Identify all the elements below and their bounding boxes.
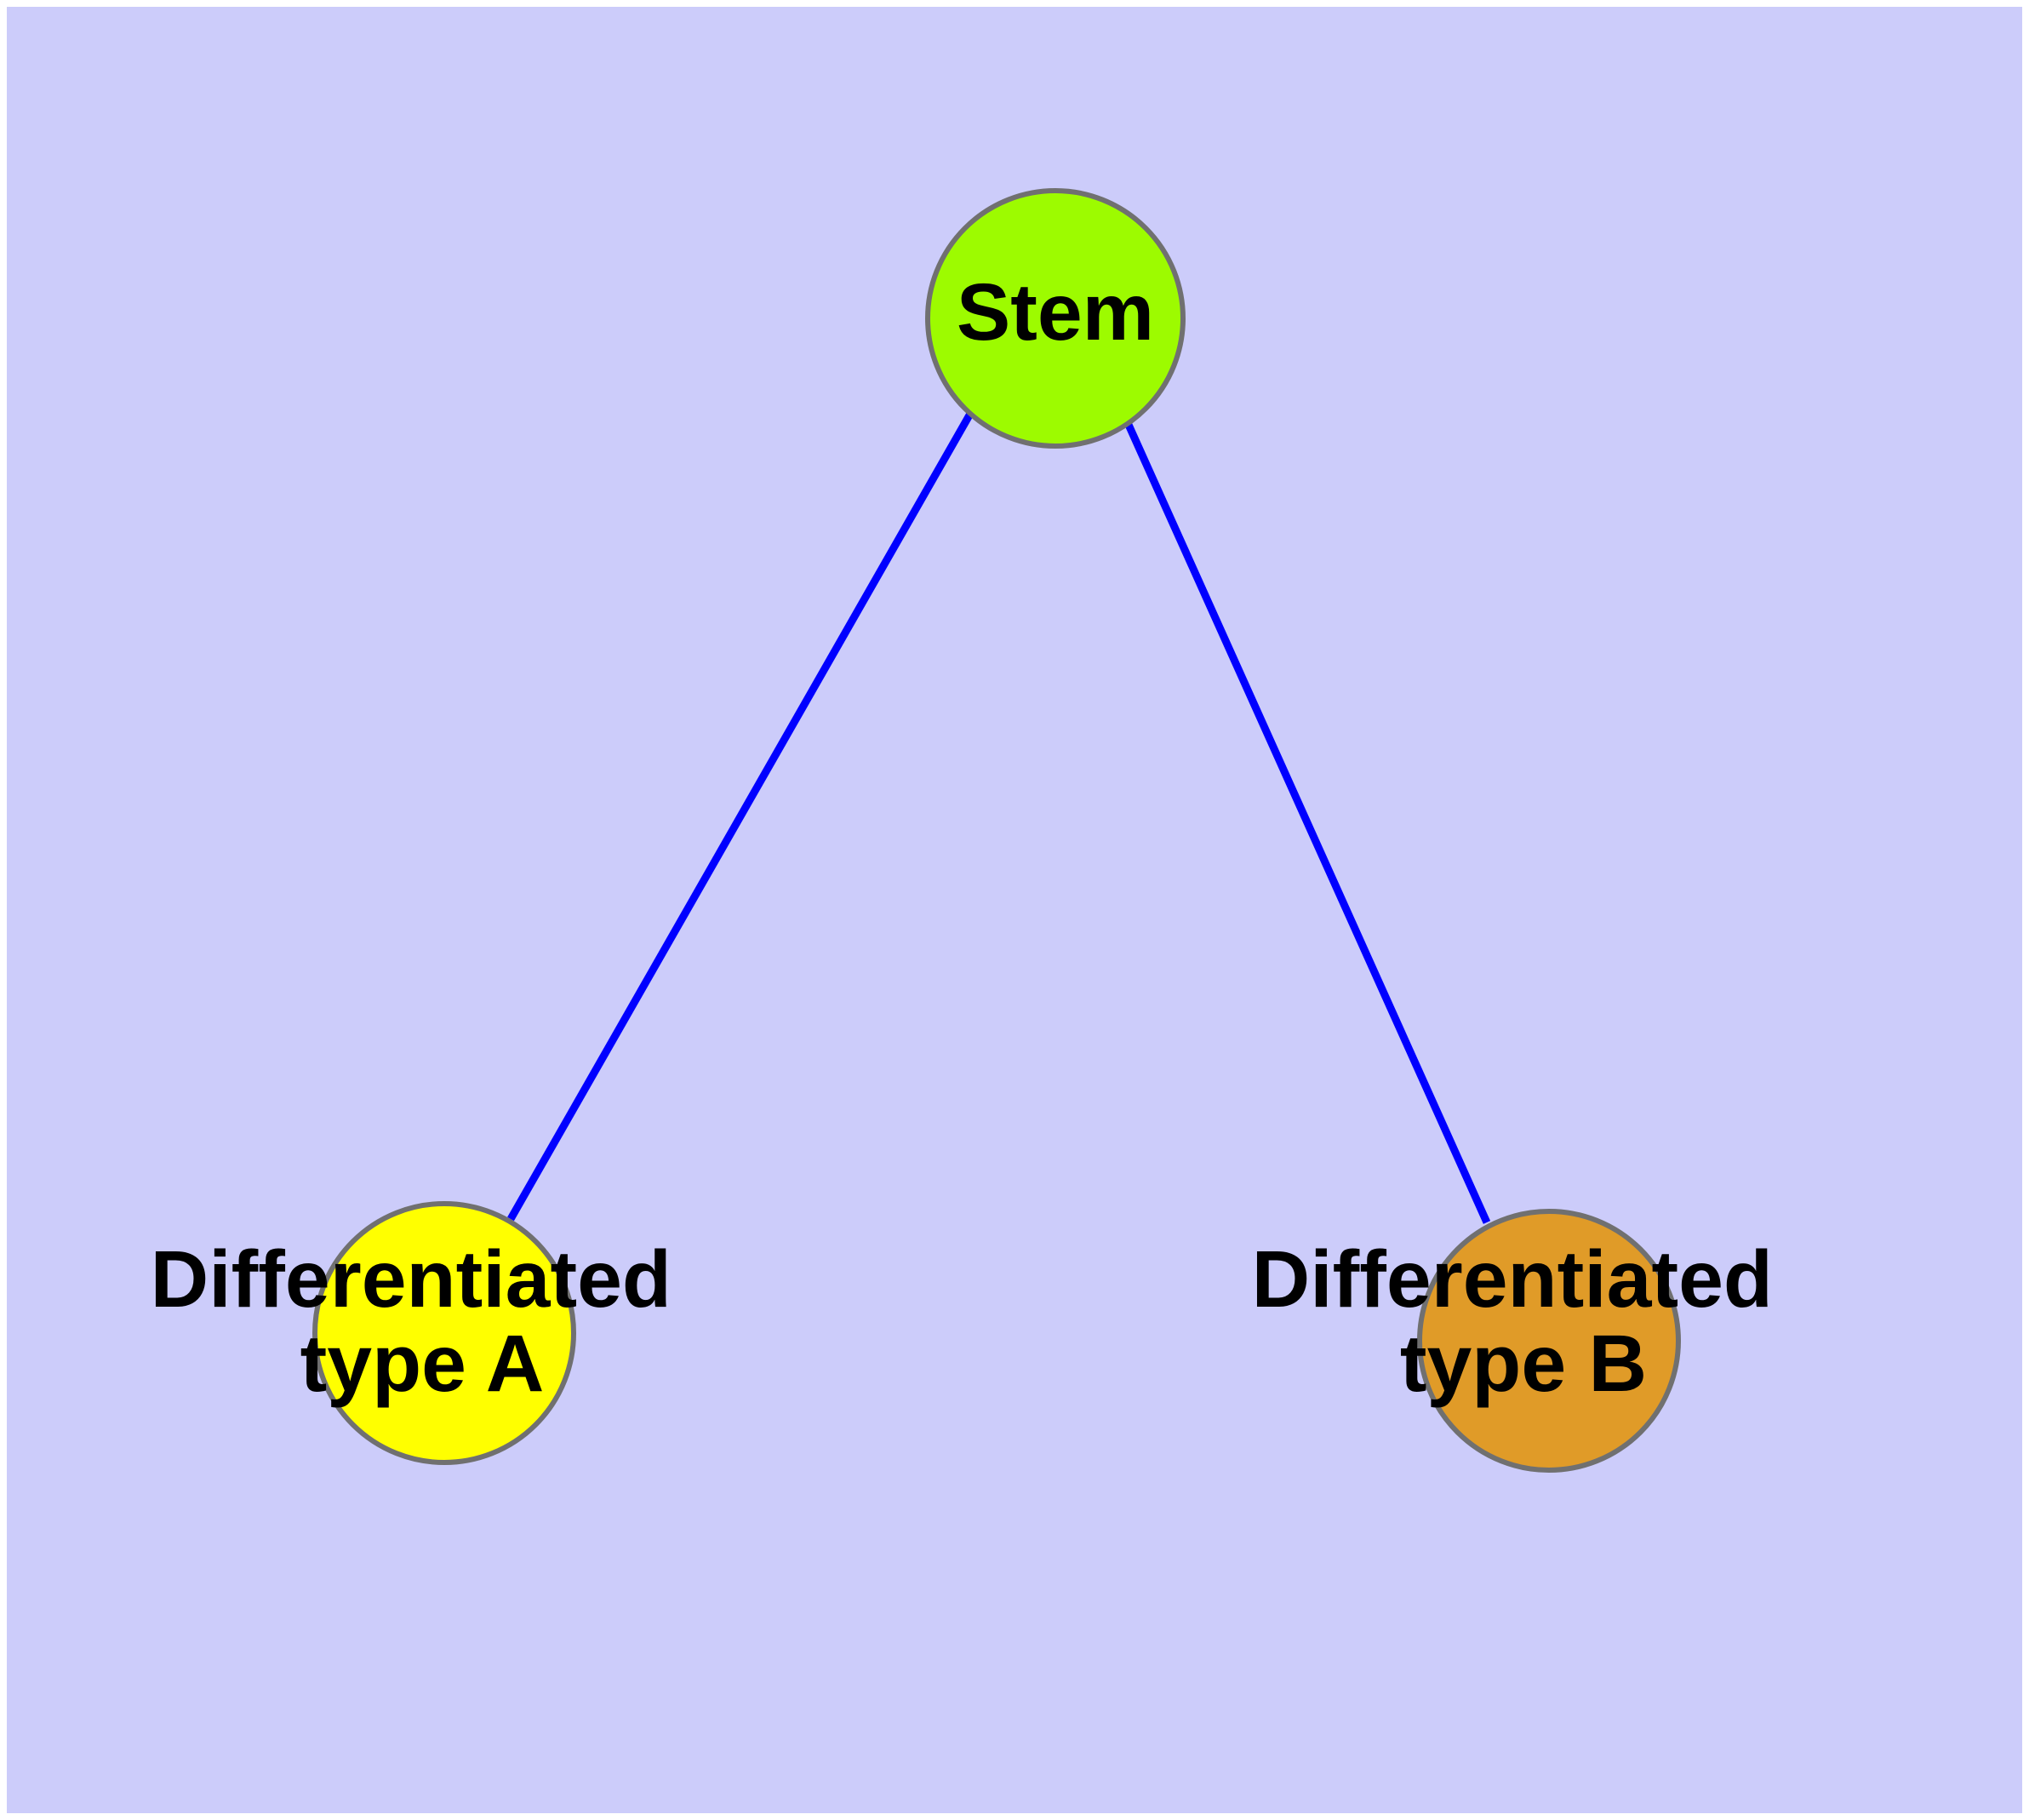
node-label-stem: Stem — [957, 267, 1154, 358]
edge-stem-to-differentiated-type-a[interactable] — [507, 411, 974, 1222]
node-label-stem-line-1: Stem — [957, 267, 1154, 358]
node-label-differentiated-type-b: Differentiated type B — [1252, 1234, 1796, 1409]
node-label-differentiated-type-b-line-1: Differentiated — [1252, 1234, 1773, 1325]
edge-stem-to-differentiated-type-b[interactable] — [1121, 415, 1491, 1224]
node-label-differentiated-type-b-line-2: type B — [1400, 1319, 1647, 1409]
node-label-differentiated-type-a: Differentiated type A — [151, 1234, 694, 1409]
nodes-layer — [312, 188, 1681, 1473]
node-label-differentiated-type-a-line-2: type A — [300, 1319, 545, 1409]
node-differentiated-type-a[interactable] — [312, 1201, 576, 1465]
node-label-differentiated-type-a-line-1: Differentiated — [151, 1234, 672, 1325]
edges-layer — [507, 411, 1491, 1224]
node-stem[interactable] — [925, 188, 1186, 449]
labels-layer: Stem Differentiated type A Differentiate… — [151, 267, 1796, 1409]
node-differentiated-type-b[interactable] — [1417, 1209, 1681, 1473]
